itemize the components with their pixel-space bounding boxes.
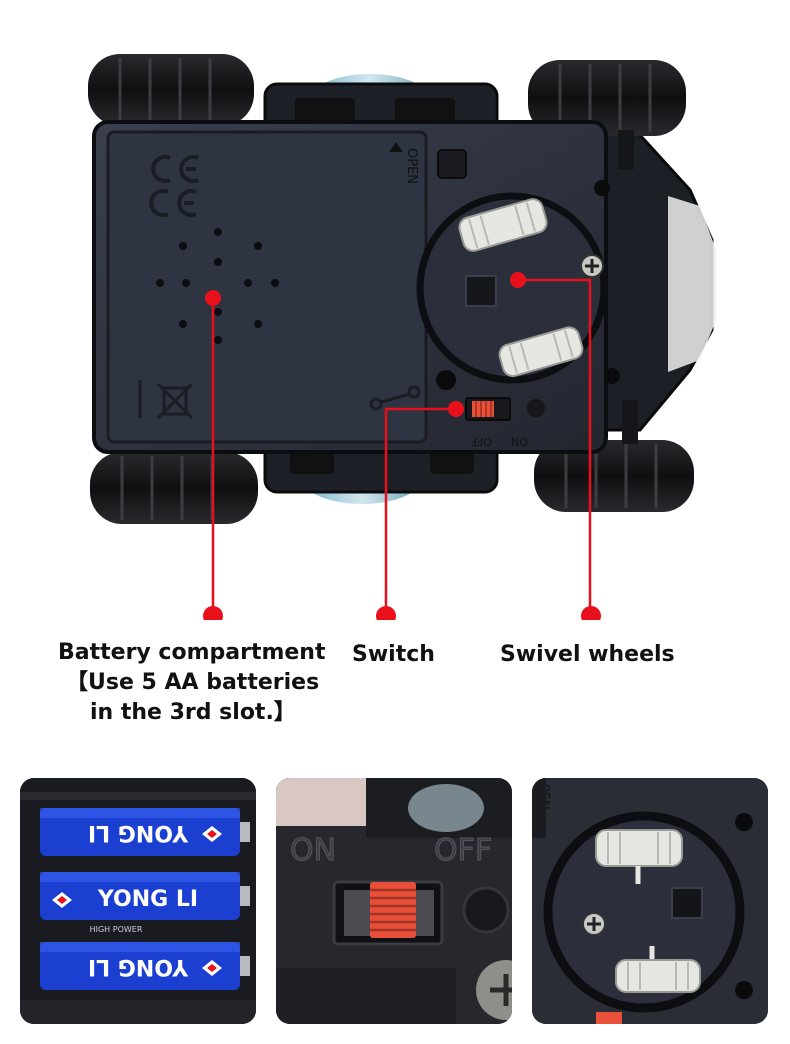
switch-photo-art: ON OFF <box>276 778 512 1024</box>
swivel-photo-roller-bottom <box>615 946 701 993</box>
callout-lines <box>211 278 592 614</box>
callout-dots <box>203 272 601 620</box>
ce-mark-icon-2 <box>149 189 197 217</box>
battery-1: YONG LI <box>40 808 250 856</box>
swivel-photo-art: PEN <box>532 778 768 1024</box>
battery-note-2: in the 3rd slot.】 <box>90 700 296 725</box>
battery-2: YONG LI <box>40 872 250 920</box>
wrench-icon <box>369 385 421 411</box>
no-trash-icon <box>138 380 194 420</box>
swivel-photo: PEN <box>532 778 768 1024</box>
switch-photo-on: ON <box>290 833 336 868</box>
swivel-label: Swivel wheels <box>500 642 675 667</box>
switch-off-label: OFF <box>471 435 492 448</box>
car-underside: OPEN <box>88 54 716 620</box>
battery-3: YONG LI <box>40 942 250 990</box>
ce-mark-icon <box>151 155 199 183</box>
switch-photo: ON OFF <box>276 778 512 1024</box>
svg-text:YONG LI: YONG LI <box>97 887 198 912</box>
swivel-roller-top <box>458 198 548 252</box>
svg-text:YONG LI: YONG LI <box>88 820 189 845</box>
tire-rear-left <box>88 54 254 126</box>
latch <box>437 149 467 179</box>
switch-on-label: ON <box>511 435 528 448</box>
tire-front-right <box>534 440 694 512</box>
swivel-photo-roller-top <box>595 829 683 884</box>
battery-subtext: HIGH POWER <box>90 925 143 934</box>
battery-photo: YONG LI YONG LI HIGH POWER YONG LI <box>20 778 256 1024</box>
switch-slider <box>370 882 416 938</box>
battery-photo-art: YONG LI YONG LI HIGH POWER YONG LI <box>20 778 256 1024</box>
battery-label: Battery compartment <box>58 640 326 665</box>
battery-note-1: 【Use 5 AA batteries <box>66 670 320 695</box>
switch-photo-off: OFF <box>434 833 492 868</box>
open-arrow-icon <box>389 142 403 152</box>
svg-text:YONG LI: YONG LI <box>88 954 189 979</box>
swivel-roller-bottom <box>498 326 584 378</box>
speaker-grille <box>156 228 279 344</box>
open-label: OPEN <box>404 148 419 184</box>
tire-rear-right <box>90 452 258 524</box>
switch-label: Switch <box>352 642 435 667</box>
